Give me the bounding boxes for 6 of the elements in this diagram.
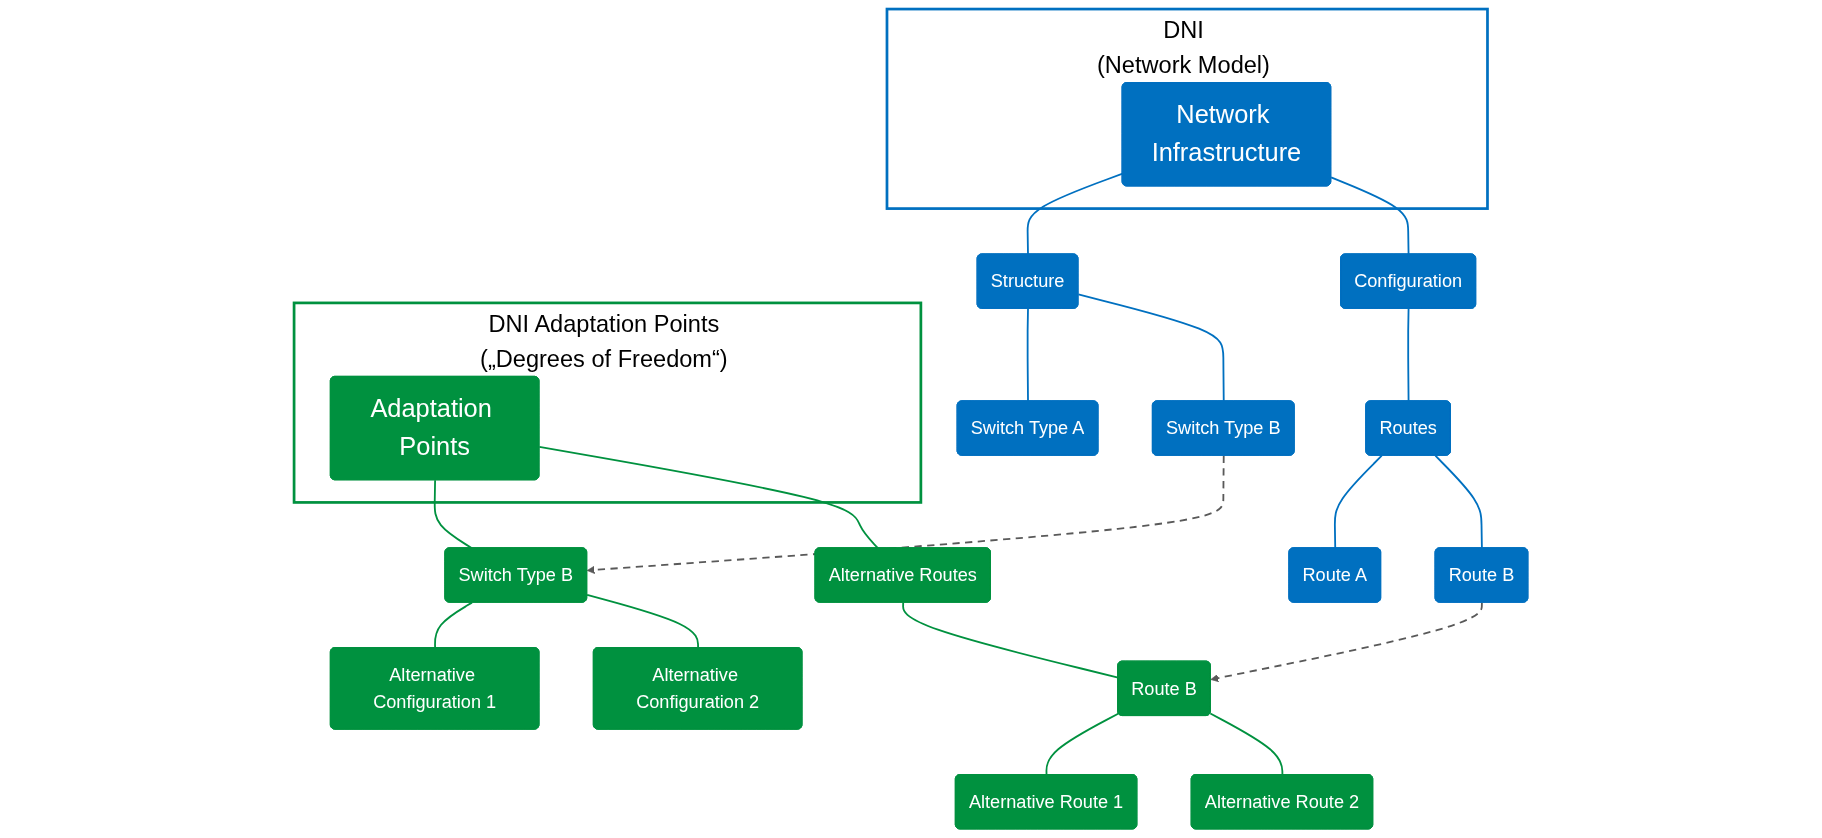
arrow	[586, 454, 1225, 574]
connector	[1209, 712, 1284, 776]
connector	[586, 593, 700, 649]
connector	[434, 601, 473, 649]
arrow	[1210, 601, 1483, 682]
connector	[1045, 712, 1120, 776]
